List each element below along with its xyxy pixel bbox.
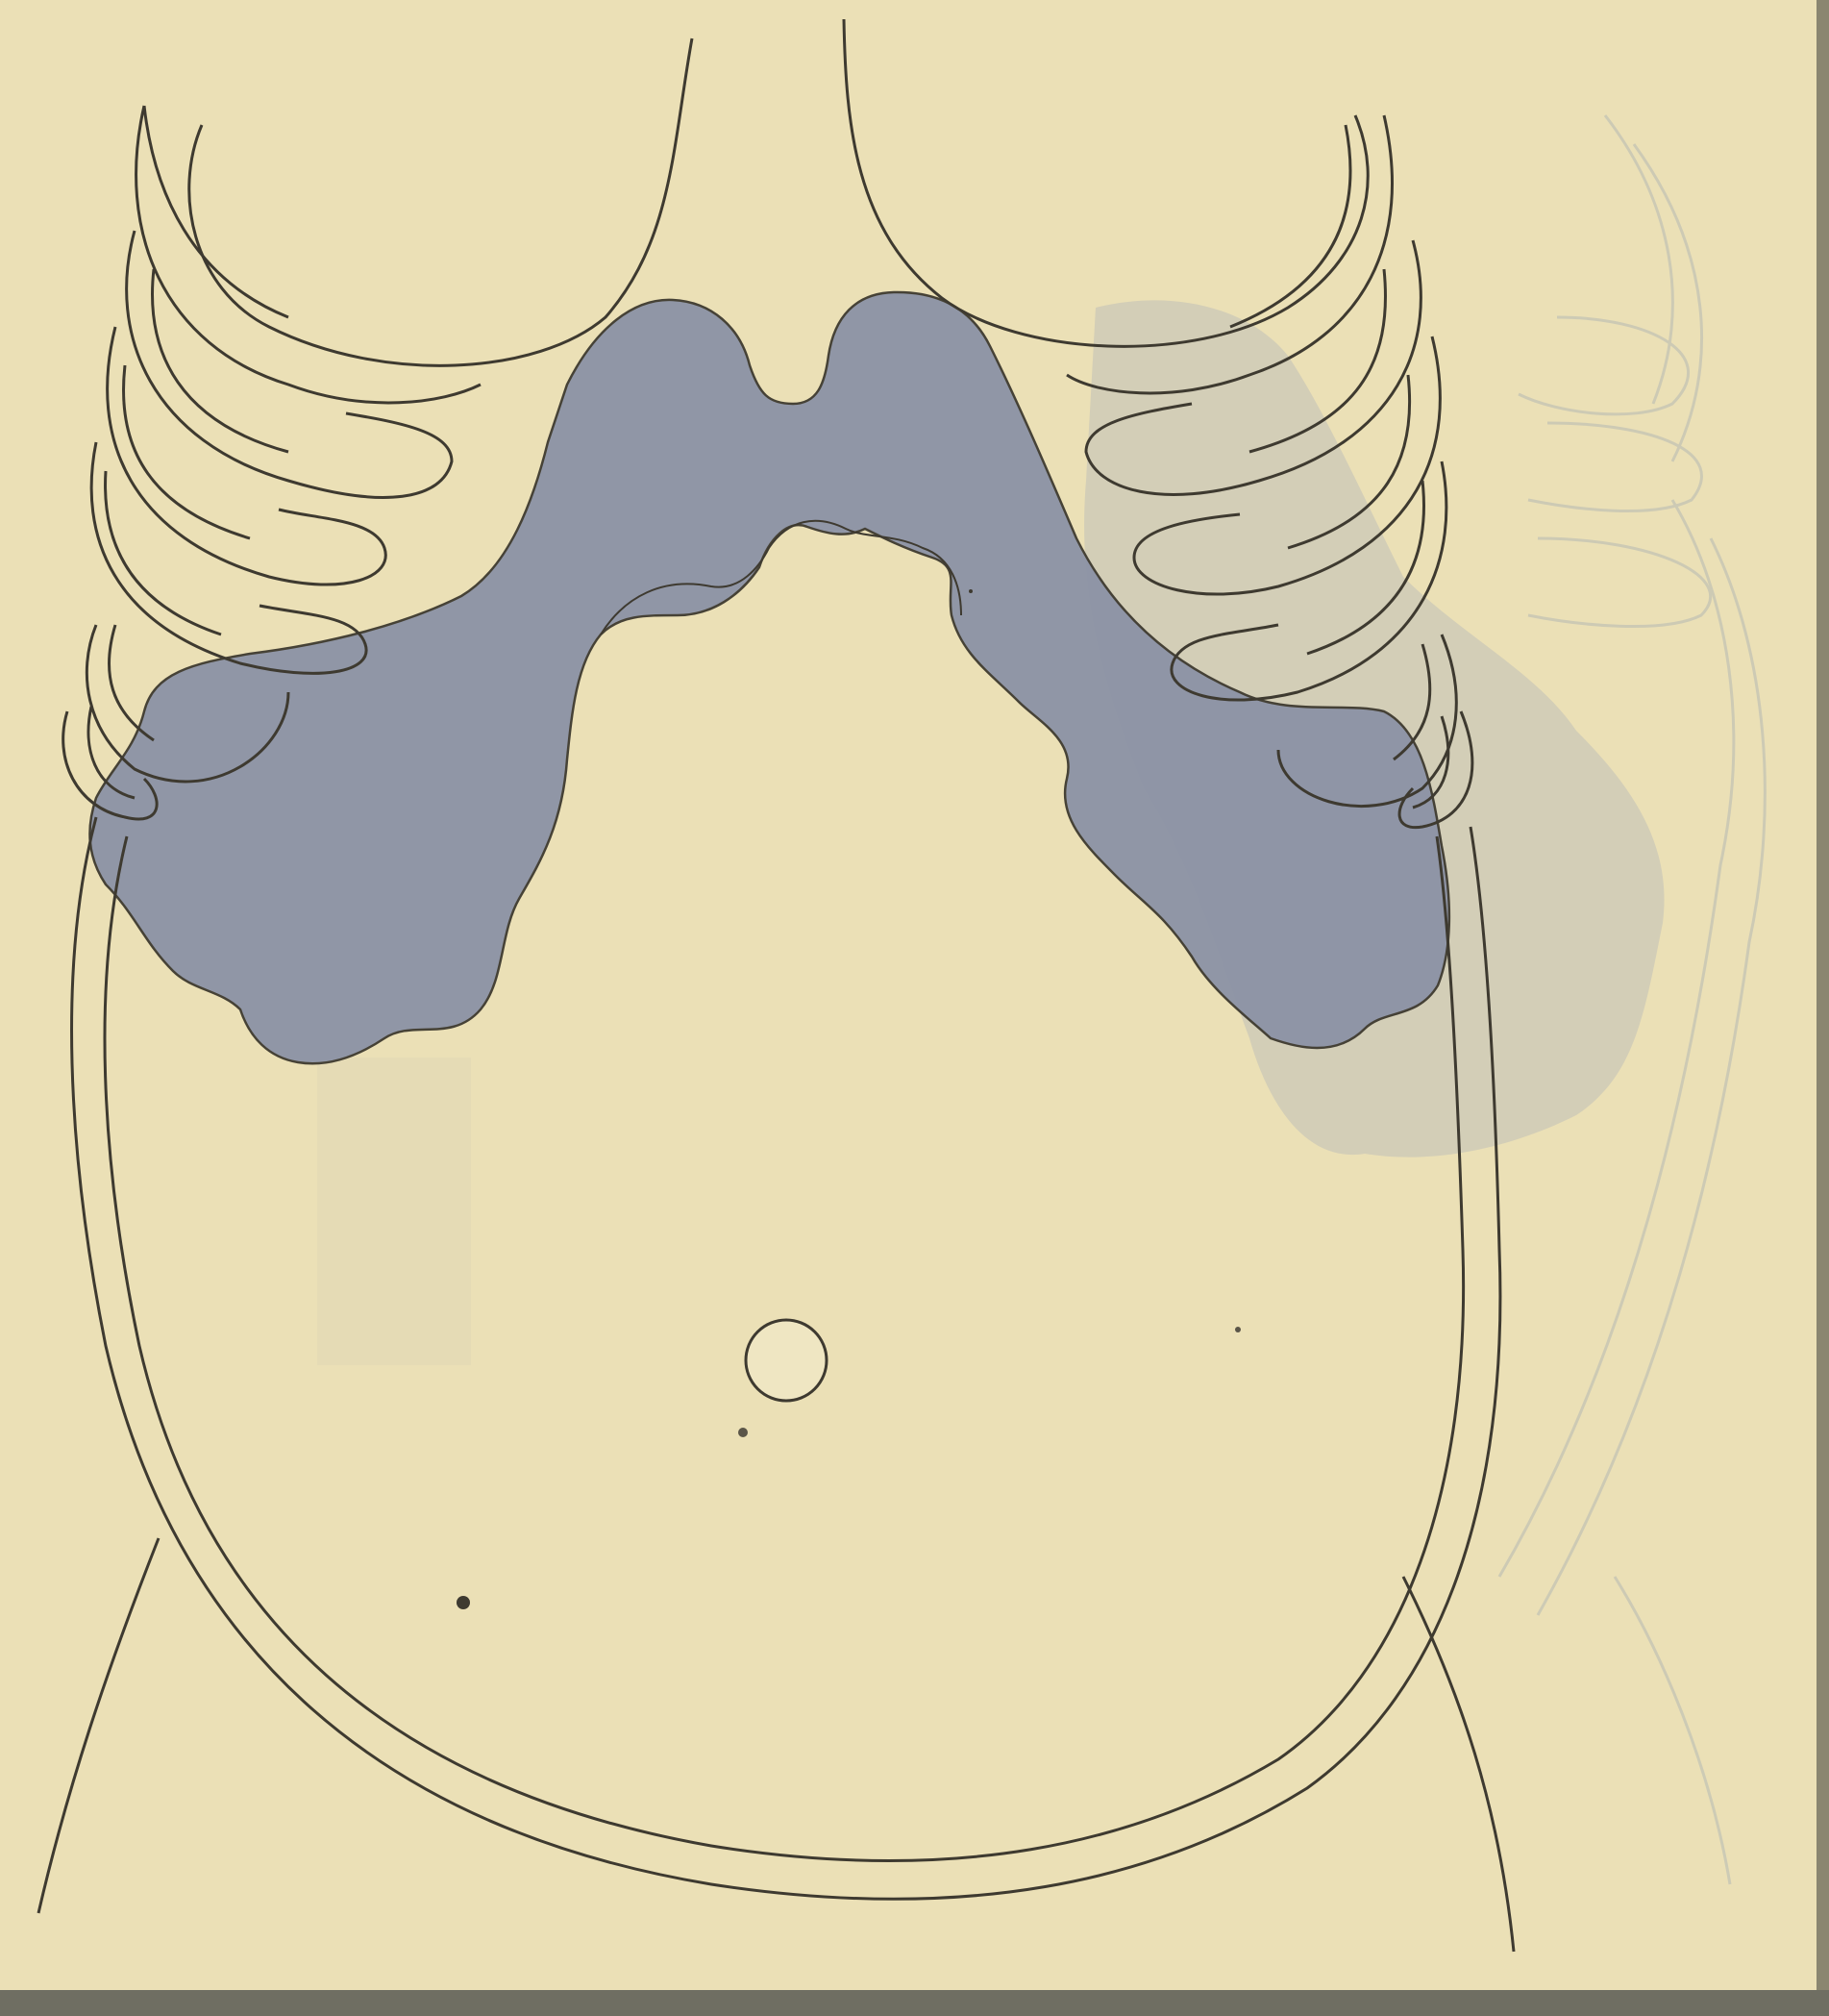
page-edge-bottom (0, 1990, 1829, 2016)
mark-dot (738, 1428, 748, 1437)
navel-marker (746, 1320, 827, 1401)
paper-smudge (317, 1058, 471, 1365)
mark-dot (1235, 1327, 1241, 1332)
mark-dot (969, 589, 973, 593)
mark-dot (457, 1596, 470, 1609)
hip-lines (38, 1538, 1514, 1952)
page-edge-right (1817, 0, 1829, 1990)
